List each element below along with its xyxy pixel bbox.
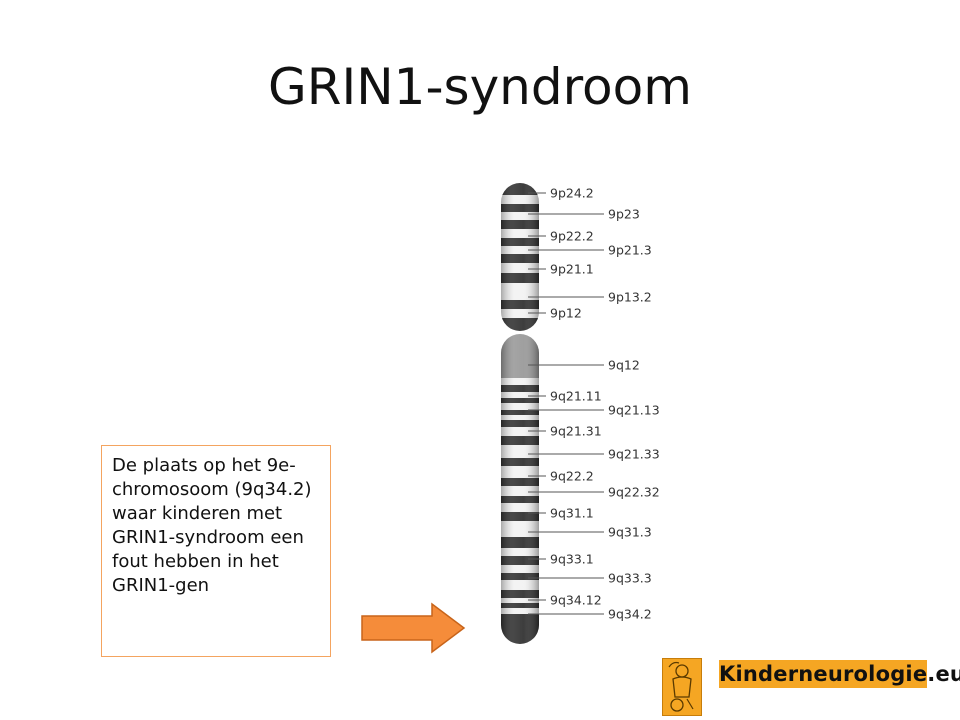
band-label: 9p13.2: [608, 290, 652, 305]
band-label: 9p22.2: [550, 229, 594, 244]
slide-title: GRIN1-syndroom: [268, 58, 692, 116]
chromosome-q-arm: [501, 334, 539, 644]
info-textbox: De plaats op het 9e-chromosoom (9q34.2) …: [101, 445, 331, 657]
band-label: 9q31.3: [608, 525, 652, 540]
kinderneurologie-logo: [662, 658, 702, 716]
band-label: 9q34.2: [608, 607, 652, 622]
band-label: 9q31.1: [550, 506, 594, 521]
q-arm-shading: [501, 334, 539, 644]
band-label: 9q21.13: [608, 403, 660, 418]
band-label: 9q12: [608, 358, 640, 373]
band-label: 9q21.11: [550, 389, 602, 404]
band-leader-lines: [528, 192, 604, 615]
band-labels: 9p24.2 9p23 9p22.2 9p21.3 9p21.1 9p13.2 9p12 9q…: [550, 186, 660, 622]
band-label: 9q33.3: [608, 571, 652, 586]
band-label: 9p12: [550, 306, 582, 321]
band-label: 9q34.12: [550, 593, 602, 608]
band-label: 9p21.1: [550, 262, 594, 277]
p-arm-shading: [501, 183, 539, 331]
band-label: 9q33.1: [550, 552, 594, 567]
arrow-shape: [361, 602, 466, 654]
band-label: 9p23: [608, 207, 640, 222]
band-label: 9p21.3: [608, 243, 652, 258]
band-label: 9q21.33: [608, 447, 660, 462]
chromosome-p-arm: [501, 183, 539, 331]
brand-label: Kinderneurologie.eu: [719, 660, 960, 688]
band-label: 9p24.2: [550, 186, 594, 201]
band-label: 9q21.31: [550, 424, 602, 439]
info-text: De plaats op het 9e-chromosoom (9q34.2) …: [112, 455, 312, 596]
band-label: 9q22.32: [608, 485, 660, 500]
band-label: 9q22.2: [550, 469, 594, 484]
logo-figure-icon: [668, 661, 694, 712]
orange-arrow: [361, 602, 466, 654]
